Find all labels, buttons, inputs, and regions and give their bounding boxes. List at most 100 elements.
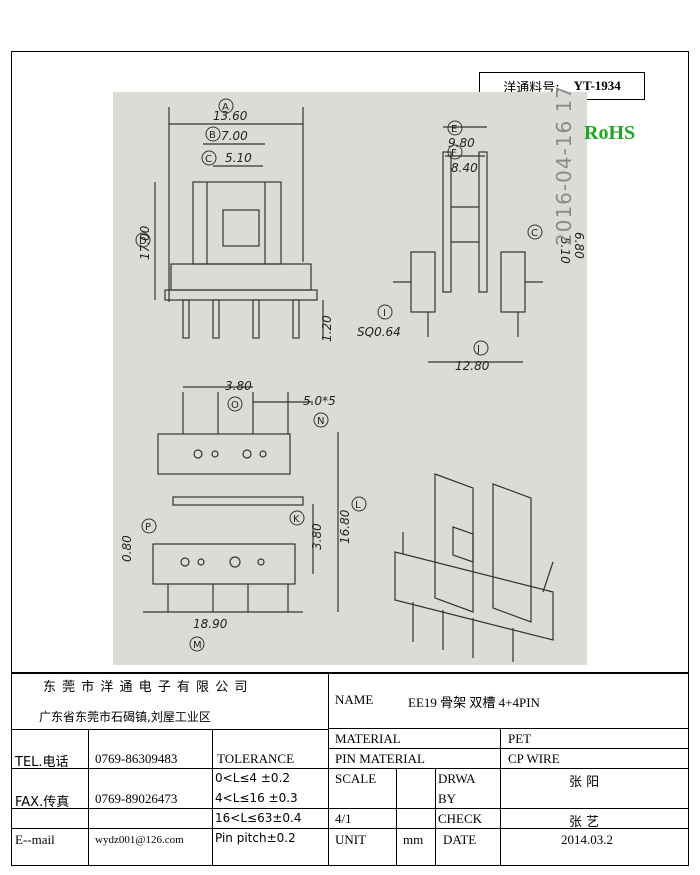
part-number-value: YT-1934: [573, 78, 621, 93]
dim-lead: 1.20: [320, 315, 334, 342]
date-label: DATE: [443, 832, 477, 847]
dim-O: 3.80: [225, 379, 252, 393]
pin-material-value: CP WIRE: [508, 751, 560, 766]
callout-M: M: [189, 636, 205, 652]
front-bobbin-body: [192, 181, 282, 265]
callout-I: I: [377, 304, 393, 320]
svg-text:O: O: [231, 400, 239, 411]
pin-material-label: PIN MATERIAL: [335, 751, 425, 766]
material-label: MATERIAL: [335, 731, 401, 746]
side-base-left: [410, 251, 436, 313]
tolerance-4: Pin pitch±0.2: [215, 831, 296, 845]
callout-C-side: C: [527, 224, 543, 240]
email-label: E--mail: [15, 832, 55, 847]
tel-label: TEL.电话: [15, 755, 69, 770]
tolerance-1: 0<L≤4 ±0.2: [215, 771, 291, 785]
drawing-frame: [11, 51, 689, 866]
name-label: NAME: [335, 692, 374, 707]
dim-F: 8.40: [451, 161, 478, 175]
dim-J: 12.80: [455, 359, 490, 373]
svg-text:K: K: [293, 514, 300, 525]
drawn-by-label-line2: BY: [438, 791, 457, 806]
drawn-by-value: 张 阳: [569, 775, 600, 790]
tolerance-2: 4<L≤16 ±0.3: [215, 791, 298, 805]
svg-text:F: F: [451, 148, 457, 159]
svg-text:L: L: [355, 500, 361, 511]
iso-flange-back: [434, 473, 474, 613]
company-address: 广东省东莞市石碣镇,刘屋工业区: [39, 710, 211, 724]
scale-label: SCALE: [335, 771, 377, 786]
svg-text:M: M: [193, 640, 202, 651]
callout-D: D: [135, 232, 151, 248]
dim-L: 16.80: [338, 509, 352, 544]
dim-M: 18.90: [193, 617, 228, 631]
date-value: 2014.03.2: [561, 832, 613, 847]
dim-sq: SQ0.64: [357, 325, 401, 339]
check-value: 张 艺: [569, 815, 600, 830]
scale-value: 4/1: [335, 811, 352, 826]
dim-P: 0.80: [120, 535, 134, 562]
svg-text:B: B: [209, 130, 216, 141]
fax-value: 0769-89026473: [95, 791, 178, 806]
topview-lower-block: [152, 543, 296, 585]
callout-E: E: [447, 120, 463, 136]
callout-K: K: [289, 510, 305, 526]
dim-K: 3.80: [310, 523, 324, 550]
callout-O: O: [227, 396, 243, 412]
email-value: wydz001@126.com: [95, 834, 184, 846]
front-base: [170, 263, 312, 291]
iso-flange-front: [492, 483, 532, 623]
callout-P: P: [141, 518, 157, 534]
topview-pins: [167, 392, 289, 612]
unit-value: mm: [403, 832, 424, 847]
material-value: PET: [508, 731, 532, 746]
name-value: EE19 骨架 双槽 4+4PIN: [408, 695, 540, 710]
callout-N: N: [313, 412, 329, 428]
unit-label: UNIT: [335, 832, 367, 847]
svg-text:D: D: [139, 236, 147, 247]
drawing-photo: 13.60 7.00 5.10 17.00 1.20 9.80 8.40 5.1…: [113, 92, 587, 665]
dim-side-h: 6.80: [572, 232, 586, 259]
svg-text:C: C: [205, 154, 212, 165]
technical-drawing: 13.60 7.00 5.10 17.00 1.20 9.80 8.40 5.1…: [120, 98, 586, 662]
svg-text:C: C: [531, 228, 538, 239]
callout-C: C: [201, 150, 217, 166]
side-flange-right: [478, 151, 488, 293]
svg-text:A: A: [222, 102, 229, 113]
svg-text:E: E: [451, 124, 457, 135]
dim-E: 9.80: [448, 136, 475, 150]
company-name: 东 莞 市 洋 通 电 子 有 限 公 司: [43, 680, 249, 695]
topview-center-bar: [172, 496, 304, 506]
fax-label: FAX.传真: [15, 795, 70, 810]
front-window: [222, 209, 260, 247]
dim-N: 5.0*5: [303, 394, 336, 408]
check-label: CHECK: [438, 811, 483, 826]
svg-text:I: I: [383, 308, 386, 319]
iso-base: [394, 551, 554, 641]
title-block: 东 莞 市 洋 通 电 子 有 限 公 司 广东省东莞市石碣镇,刘屋工业区 NA…: [11, 672, 689, 866]
svg-text:P: P: [145, 522, 151, 533]
tolerance-label: TOLERANCE: [217, 751, 295, 766]
callout-J: J: [473, 340, 489, 356]
callout-L: L: [351, 496, 367, 512]
tolerance-3: 16<L≤63±0.4: [215, 811, 302, 825]
dim-D: 17.00: [138, 225, 152, 260]
dim-A: 13.60: [213, 109, 248, 123]
svg-text:N: N: [317, 416, 324, 427]
side-base-right: [500, 251, 526, 313]
rohs-mark: RoHS: [584, 122, 636, 144]
side-flange-left: [442, 151, 452, 293]
front-pins: [182, 299, 300, 339]
topview-upper-block: [157, 433, 291, 475]
drawn-by-label-line1: DRWA: [438, 771, 476, 786]
date-stamp: 2016-04-16 17: [552, 84, 576, 246]
part-number-label: 洋通料号:: [503, 80, 560, 96]
dim-C: 5.10: [225, 151, 252, 165]
callout-B: B: [205, 126, 221, 142]
svg-text:J: J: [476, 344, 480, 355]
callout-A: A: [218, 98, 234, 114]
dim-B: 7.00: [221, 129, 248, 143]
tel-value: 0769-86309483: [95, 751, 178, 766]
callout-F: F: [447, 144, 463, 160]
dim-side-c: 5.10: [558, 237, 572, 264]
